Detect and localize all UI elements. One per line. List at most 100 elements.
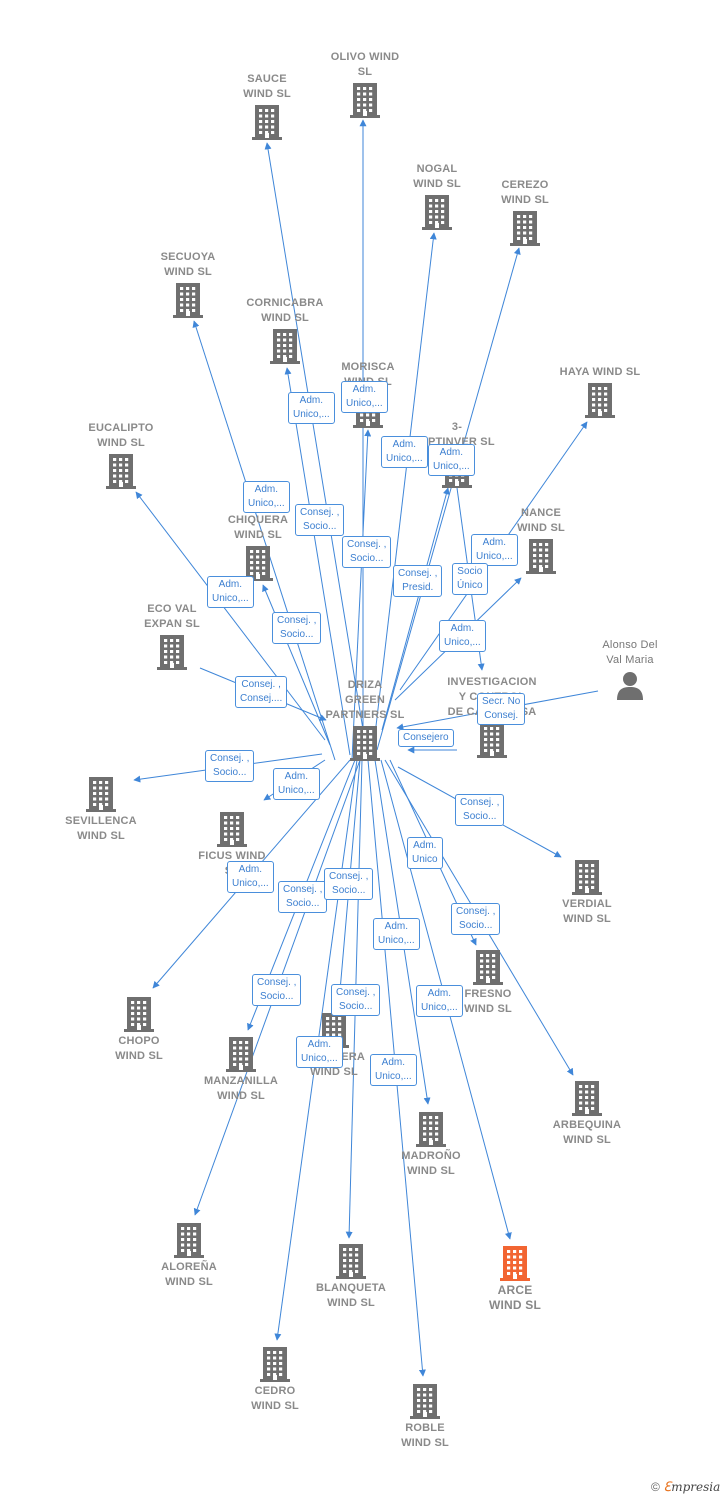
copyright-symbol: © [651, 1480, 660, 1494]
edge-label-driza-haya[interactable]: Adm. Unico,... [471, 534, 518, 566]
edge-label-investigacion-driza[interactable]: Consejero [398, 729, 454, 747]
edge-driza-cornicabra [284, 367, 351, 756]
building-icon [243, 546, 273, 581]
edge-label-driza-morisca[interactable]: Consej. , Socio... [342, 536, 392, 568]
person-icon [617, 672, 643, 700]
edge-label-driza-verdial[interactable]: Consej. , Socio... [455, 794, 505, 826]
edge-label-driza-fresno[interactable]: Adm. Unico [407, 837, 443, 869]
edge-label-driza-chopo[interactable]: Adm. Unico,... [227, 861, 274, 893]
node-sauce[interactable]: SAUCE WIND SL [212, 72, 322, 140]
edge-label-driza-arbequina[interactable]: Consej. , Socio... [451, 903, 501, 935]
edge-driza-morisca [351, 429, 372, 761]
node-cornicabra[interactable]: CORNICABRA WIND SL [230, 296, 340, 364]
node-nance[interactable]: NANCE WIND SL [486, 506, 596, 574]
edge-driza-optinver [381, 487, 450, 731]
edge-label-driza-sauce[interactable]: Adm. Unico,... [288, 392, 335, 424]
edge-label-driza-manzanilla[interactable]: Consej. , Socio... [278, 881, 328, 913]
edge-label-driza-secuoya[interactable]: Adm. Unico,... [243, 481, 290, 513]
node-label: CHOPO WIND SL [115, 1035, 163, 1062]
node-ecoval[interactable]: ECO VAL EXPAN SL [117, 602, 227, 670]
edge-label-driza-mimbrera[interactable]: Consej. , Socio... [324, 868, 374, 900]
node-madrono[interactable]: MADROÑO WIND SL [376, 1111, 486, 1179]
building-icon [270, 329, 300, 364]
edge-label-driza-nogal[interactable]: Adm. Unico,... [381, 436, 428, 468]
edge-label-driza-madrono[interactable]: Adm. Unico,... [373, 918, 420, 950]
node-label: SECUOYA WIND SL [160, 251, 216, 278]
node-roble[interactable]: ROBLE WIND SL [370, 1383, 480, 1451]
node-label: ARBEQUINA WIND SL [552, 1119, 622, 1146]
edge-label-driza-cedro[interactable]: Adm. Unico,... [296, 1036, 343, 1068]
building-icon [217, 812, 247, 847]
node-olivo[interactable]: OLIVO WIND SL [310, 50, 420, 118]
brand-name: mpresia [671, 1480, 721, 1494]
node-label: ARCE WIND SL [488, 1283, 542, 1312]
edge-label-driza-cornicabra[interactable]: Consej. , Socio... [295, 504, 345, 536]
edge-label-driza-eucalipto[interactable]: Adm. Unico,... [207, 576, 254, 608]
node-chopo[interactable]: CHOPO WIND SL [84, 996, 194, 1064]
building-icon [500, 1246, 530, 1281]
empresia-brand[interactable]: © ℇmpresia [651, 1480, 720, 1495]
node-driza[interactable]: DRIZA GREEN PARTNERS SL [310, 678, 420, 761]
node-label: FRESNO WIND SL [464, 988, 512, 1015]
node-alonso[interactable]: Alonso Del Val Maria [575, 638, 685, 700]
building-icon [350, 83, 380, 118]
node-chiquera[interactable]: CHIQUERA WIND SL [203, 513, 313, 581]
node-label: DRIZA GREEN PARTNERS SL [325, 679, 405, 721]
node-cedro[interactable]: CEDRO WIND SL [220, 1346, 330, 1414]
building-icon [336, 1244, 366, 1279]
node-label: SAUCE WIND SL [243, 73, 291, 100]
node-sevillenca[interactable]: SEVILLENCA WIND SL [46, 776, 156, 844]
edge-label-driza-sevillenca[interactable]: Consej. , Socio... [205, 750, 255, 782]
node-label: HAYA WIND SL [559, 366, 641, 378]
node-label: ECO VAL EXPAN SL [144, 603, 200, 630]
building-icon [585, 383, 615, 418]
edge-label-driza-cerezo[interactable]: Adm. Unico,... [428, 444, 475, 476]
node-fresno[interactable]: FRESNO WIND SL [433, 949, 543, 1017]
edge-label-driza-roble[interactable]: Adm. Unico,... [370, 1054, 417, 1086]
node-arbequina[interactable]: ARBEQUINA WIND SL [532, 1080, 642, 1148]
edge-label-driza-nance[interactable]: Adm. Unico,... [439, 620, 486, 652]
node-label: BLANQUETA WIND SL [315, 1282, 387, 1309]
building-icon [174, 1223, 204, 1258]
node-nogal[interactable]: NOGAL WIND SL [382, 162, 492, 230]
edge-label-ecoval-driza[interactable]: Consej. , Consej.... [235, 676, 288, 708]
building-icon [473, 950, 503, 985]
node-blanqueta[interactable]: BLANQUETA WIND SL [296, 1243, 406, 1311]
node-haya[interactable]: HAYA WIND SL [545, 365, 655, 418]
node-alorena[interactable]: ALOREÑA WIND SL [134, 1222, 244, 1290]
node-arce[interactable]: ARCE WIND SL [460, 1245, 570, 1313]
building-icon [350, 726, 380, 761]
node-label: NANCE WIND SL [517, 507, 565, 534]
building-icon [106, 454, 136, 489]
node-secuoya[interactable]: SECUOYA WIND SL [133, 250, 243, 318]
building-icon [86, 777, 116, 812]
building-icon [226, 1037, 256, 1072]
edge-driza-eucalipto [135, 491, 326, 741]
node-verdial[interactable]: VERDIAL WIND SL [532, 859, 642, 927]
building-icon [260, 1347, 290, 1382]
edge-label-driza-ficus[interactable]: Adm. Unico,... [273, 768, 320, 800]
node-label: NOGAL WIND SL [413, 163, 461, 190]
node-label: CHIQUERA WIND SL [227, 514, 289, 541]
node-label: ALOREÑA WIND SL [161, 1261, 217, 1288]
node-cerezo[interactable]: CEREZO WIND SL [470, 178, 580, 246]
edge-label-driza-arce[interactable]: Adm. Unico,... [416, 985, 463, 1017]
node-eucalipto[interactable]: EUCALIPTO WIND SL [66, 421, 176, 489]
building-icon [416, 1112, 446, 1147]
building-icon [510, 211, 540, 246]
edge-label-driza-blanqueta[interactable]: Consej. , Socio... [331, 984, 381, 1016]
node-label: VERDIAL WIND SL [562, 898, 612, 925]
edge-label-optinver-investigacion[interactable]: Socio Único [452, 563, 488, 595]
node-manzanilla[interactable]: MANZANILLA WIND SL [186, 1036, 296, 1104]
edge-label-alonso-driza[interactable]: Secr. No Consej. [477, 693, 526, 725]
node-label: OLIVO WIND SL [330, 51, 400, 78]
node-label: CEREZO WIND SL [501, 179, 549, 206]
building-icon [526, 539, 556, 574]
building-icon [157, 635, 187, 670]
edge-label-driza-optinver[interactable]: Consej. , Presid. [393, 565, 443, 597]
building-icon [124, 997, 154, 1032]
edge-label-driza-chiquera[interactable]: Consej. , Socio... [272, 612, 322, 644]
edge-label-driza-alorena[interactable]: Consej. , Socio... [252, 974, 302, 1006]
edge-label-driza-olivo[interactable]: Adm. Unico,... [341, 381, 388, 413]
